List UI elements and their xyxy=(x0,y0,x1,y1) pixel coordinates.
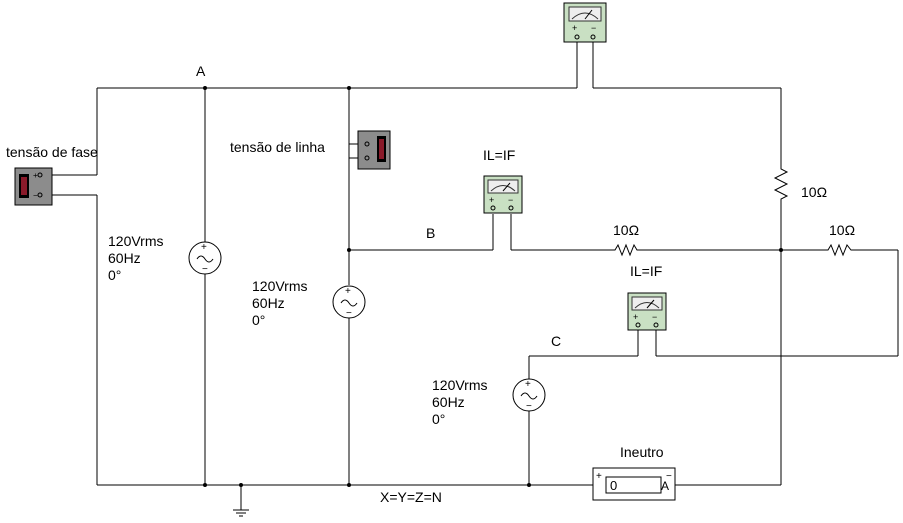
source-a-voltage: 120Vrms xyxy=(108,233,164,249)
resistor-b xyxy=(612,243,640,257)
svg-text:−: − xyxy=(346,308,352,319)
source-b-voltage: 120Vrms xyxy=(252,278,308,294)
ac-source-b: + − xyxy=(332,285,366,319)
line-voltmeter-label: tensão de linha xyxy=(230,139,325,155)
neutral-ammeter[interactable]: + − 0 A xyxy=(592,467,676,501)
svg-text:+: + xyxy=(596,471,602,482)
source-a-frequency: 60Hz xyxy=(108,250,141,266)
neutral-ammeter-label: Ineutro xyxy=(620,444,664,460)
resistor-vertical-label: 10Ω xyxy=(801,184,827,200)
svg-text:−: − xyxy=(33,191,38,200)
svg-text:−: − xyxy=(508,195,513,205)
svg-text:−: − xyxy=(666,471,672,482)
source-c-voltage: 120Vrms xyxy=(432,377,488,393)
resistor-vertical xyxy=(773,165,789,203)
ammeter-b-label: IL=IF xyxy=(483,147,515,163)
svg-text:−: − xyxy=(652,312,657,322)
svg-text:+: + xyxy=(525,379,531,390)
svg-text:−: − xyxy=(526,401,532,412)
ammeter-c[interactable]: + − xyxy=(627,292,667,331)
source-b-phase: 0° xyxy=(252,312,265,328)
svg-text:−: − xyxy=(202,264,208,275)
phase-voltmeter-label: tensão de fase xyxy=(6,144,98,160)
svg-text:+: + xyxy=(33,171,38,180)
svg-text:+: + xyxy=(633,312,638,322)
neutral-ammeter-value: 0 xyxy=(610,478,617,493)
svg-text:+: + xyxy=(489,195,494,205)
node-b-label: B xyxy=(426,225,435,241)
node-a-label: A xyxy=(196,63,206,79)
svg-text:+: + xyxy=(572,23,577,33)
ammeter-c-label: IL=IF xyxy=(630,263,662,279)
resistor-c-label: 10Ω xyxy=(829,222,855,238)
wires xyxy=(50,40,899,517)
phase-voltmeter[interactable]: + − xyxy=(14,167,53,206)
source-c-frequency: 60Hz xyxy=(432,394,465,410)
ammeter-b[interactable]: + − xyxy=(483,175,523,214)
ground-label: X=Y=Z=N xyxy=(380,489,442,505)
top-analog-meter[interactable]: + − xyxy=(563,2,607,43)
ac-source-c: + − xyxy=(512,378,546,412)
node-c-label: C xyxy=(551,333,561,349)
svg-text:−: − xyxy=(591,23,596,33)
neutral-ammeter-unit: A xyxy=(661,479,669,493)
junctions xyxy=(203,86,783,487)
svg-text:+: + xyxy=(201,242,207,253)
resistor-b-label: 10Ω xyxy=(613,222,639,238)
source-c-phase: 0° xyxy=(432,411,445,427)
resistor-c xyxy=(825,243,855,257)
svg-text:+: + xyxy=(345,286,351,297)
line-voltmeter[interactable] xyxy=(357,130,391,170)
source-b-frequency: 60Hz xyxy=(252,295,285,311)
ac-source-a: + − xyxy=(188,241,222,275)
source-a-phase: 0° xyxy=(108,267,121,283)
